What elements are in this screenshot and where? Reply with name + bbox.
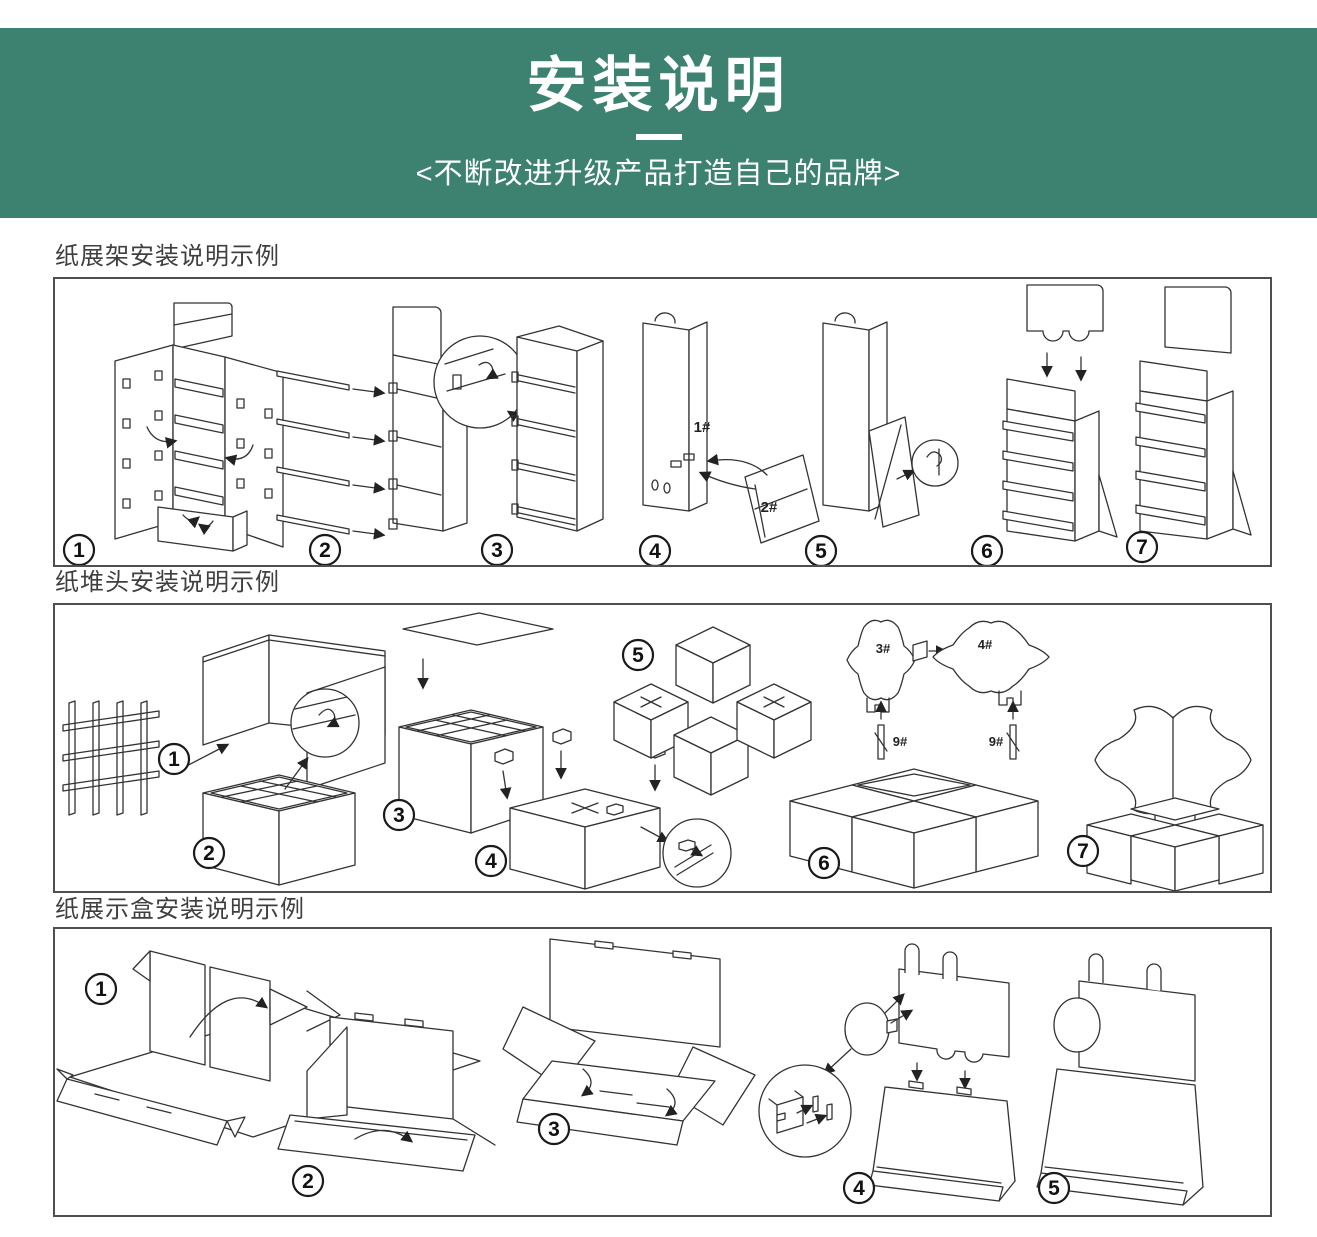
display-rack-diagram: 1# 2#	[62, 284, 1252, 565]
part-label-peg-right: 9#	[989, 734, 1004, 749]
svg-text:1: 1	[168, 748, 180, 771]
box-step2-half-folded	[277, 1012, 496, 1172]
svg-text:6: 6	[818, 852, 830, 875]
svg-text:3: 3	[393, 804, 405, 827]
rack-step-badges: 1 2 3 4 5 6 7	[62, 530, 1159, 565]
part-label-support-wedge: 2#	[761, 499, 778, 516]
page-subtitle: <不断改进升级产品打造自己的品牌>	[415, 158, 902, 190]
top-white-strip	[0, 0, 1317, 28]
box-step3-fold-sides	[502, 938, 756, 1146]
box-step-badges: 1 2 3 4 5	[84, 972, 1071, 1205]
pallet-stack-diagram: 3# 4# 9# 9#	[62, 612, 1264, 891]
svg-text:3: 3	[548, 1118, 560, 1141]
section-title-display-box: 纸展示盒安装说明示例	[55, 896, 305, 923]
svg-text:3: 3	[491, 539, 503, 562]
svg-text:4: 4	[853, 1177, 865, 1200]
svg-text:5: 5	[1048, 1177, 1060, 1200]
display-box-diagram: 1 2 3 4 5	[56, 938, 1204, 1206]
part-label-back-panel: 1#	[694, 419, 711, 436]
panel-display-box: 1 2 3 4 5	[53, 927, 1272, 1217]
section-title-pallet-stack: 纸堆头安装说明示例	[55, 569, 280, 596]
panel-pallet-stack: 3# 4# 9# 9#	[53, 603, 1272, 893]
rack-step3-hook-detail	[433, 325, 604, 532]
rack-step5-wedge-attached	[822, 312, 959, 528]
svg-text:5: 5	[632, 644, 644, 667]
rack-step7-finished	[1135, 286, 1252, 540]
stack-step5-four-cubes	[613, 626, 812, 796]
stack-step3-lid	[398, 612, 554, 834]
svg-text:5: 5	[815, 540, 827, 563]
part-label-cutout-right: 4#	[978, 637, 993, 652]
rack-step6-insert-header	[1002, 284, 1118, 542]
part-label-cutout-left: 3#	[876, 641, 891, 656]
stack-step4-clips	[494, 728, 732, 890]
box-step4-attach-header	[758, 943, 1016, 1202]
header-banner: 安装说明 <不断改进升级产品打造自己的品牌>	[0, 28, 1317, 218]
rack-step1-flat-display	[114, 302, 284, 552]
svg-text:2: 2	[302, 1170, 314, 1193]
part-label-peg-left: 9#	[893, 734, 908, 749]
svg-text:1: 1	[95, 978, 107, 1001]
rack-step2-insert-shelves	[276, 306, 468, 540]
page-title: 安装说明	[526, 52, 791, 119]
stack-step7-finished	[1086, 705, 1264, 891]
box-step5-finished	[1036, 953, 1204, 1206]
svg-text:7: 7	[1077, 840, 1089, 863]
svg-text:4: 4	[649, 540, 661, 563]
stack-step-badges: 1 2 3 4 5 6 7	[157, 638, 1100, 880]
svg-text:2: 2	[319, 539, 331, 562]
section-title-display-rack: 纸展架安装说明示例	[55, 243, 280, 270]
svg-text:4: 4	[485, 850, 497, 873]
svg-text:1: 1	[73, 539, 85, 562]
svg-text:7: 7	[1136, 536, 1148, 559]
title-divider	[635, 134, 682, 140]
svg-text:2: 2	[203, 842, 215, 865]
rack-step4-attach-wedge: 1# 2#	[642, 312, 820, 544]
svg-text:6: 6	[981, 540, 993, 563]
panel-display-rack: 1# 2#	[53, 277, 1272, 567]
